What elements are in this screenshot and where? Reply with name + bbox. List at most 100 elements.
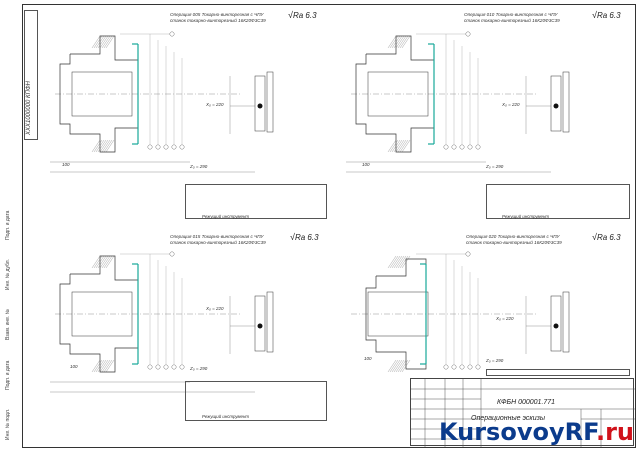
tool-tip xyxy=(257,103,263,109)
position-bubble xyxy=(475,364,481,370)
dim-x0: X₀ = 220 xyxy=(206,102,224,107)
position-bubble xyxy=(451,144,457,150)
document-name: Операционные эскизы xyxy=(471,415,546,422)
dim-z0: Z₀ = 290 xyxy=(486,164,504,169)
operation-panel-005: Операция 005 Токарно-винторезная с ЧПУ с… xyxy=(40,6,330,221)
dim-length: 100 xyxy=(364,356,372,361)
watermark-suffix: .ru xyxy=(595,418,634,446)
position-bubble xyxy=(169,251,175,257)
hatch-line xyxy=(397,139,407,153)
tool-table xyxy=(185,184,327,219)
title-block: КФБН 000001.771 Операционные эскизы xyxy=(410,378,635,447)
position-bubble xyxy=(163,144,169,150)
hatch-line xyxy=(95,255,105,269)
position-bubble xyxy=(147,144,153,150)
side-strip: Инв. № подл. Подп. и дата Взам. инв. № И… xyxy=(3,180,19,444)
hatch-line xyxy=(391,139,401,153)
hatch-line xyxy=(99,255,109,269)
hatch-line xyxy=(395,255,405,269)
tool-note: Режущий инструмент xyxy=(202,214,250,219)
tool-table xyxy=(185,381,327,421)
position-bubble xyxy=(459,144,465,150)
hatch-line xyxy=(395,139,405,153)
hatch-line xyxy=(387,359,397,373)
operation-title: Операция 020 Токарно-винторезная с ЧПУ xyxy=(466,234,560,239)
tool-note: Режущий инструмент xyxy=(202,414,250,419)
position-bubble xyxy=(163,364,169,370)
roughness-mark: √Ra 6.3 xyxy=(288,10,317,20)
tool-holder xyxy=(550,295,562,352)
tool-turret xyxy=(266,71,274,133)
hatch-line xyxy=(95,139,105,153)
position-bubble xyxy=(443,364,449,370)
tool-turret xyxy=(562,291,570,353)
hatch-line xyxy=(393,255,403,269)
machine-name: станок токарно-винторезный 16К20Ф3С39 xyxy=(466,240,562,245)
hatch-line xyxy=(105,359,115,373)
hatch-line xyxy=(97,255,107,269)
position-bubble xyxy=(179,144,185,150)
hatch-line xyxy=(401,35,411,49)
hatch-line xyxy=(391,35,401,49)
hatch-line xyxy=(399,35,409,49)
side-label: Подп. и дата xyxy=(5,360,11,390)
hatch-line xyxy=(105,35,115,49)
tool-table xyxy=(486,184,630,219)
part-sketch xyxy=(346,31,570,173)
position-bubble xyxy=(171,144,177,150)
hatch-line xyxy=(95,35,105,49)
position-bubble xyxy=(451,364,457,370)
site-watermark: KursovoyRF.ru xyxy=(439,418,634,446)
hatch-line xyxy=(399,359,409,373)
hatch-line xyxy=(393,35,403,49)
hatch-line xyxy=(391,359,401,373)
hatch-line xyxy=(93,139,103,153)
position-bubble xyxy=(171,364,177,370)
roughness-mark: √Ra 6.3 xyxy=(592,10,621,20)
hatch-line xyxy=(105,255,115,269)
hatch-line xyxy=(97,139,107,153)
hatch-line xyxy=(91,359,101,373)
position-bubble xyxy=(465,251,471,257)
hatch-line xyxy=(103,35,113,49)
operation-title: Операция 010 Токарно-винторезная с ЧПУ xyxy=(464,12,558,17)
operation-title: Операция 015 Токарно-винторезная с ЧПУ xyxy=(170,234,264,239)
position-bubble xyxy=(155,364,161,370)
dim-x0: X₀ = 220 xyxy=(496,316,514,321)
hatch-line xyxy=(393,139,403,153)
hatch-line xyxy=(399,139,409,153)
hatch-line xyxy=(99,35,109,49)
tool-table xyxy=(486,369,630,376)
machine-name: станок токарно-винторезный 16К20Ф3С39 xyxy=(170,18,266,23)
dim-z0: Z₀ = 290 xyxy=(190,164,208,169)
roughness-mark: √Ra 6.3 xyxy=(290,232,319,242)
side-label: Подп. и дата xyxy=(5,210,11,240)
title-block-grid xyxy=(411,379,635,447)
tool-turret xyxy=(562,71,570,133)
hatch-line xyxy=(93,255,103,269)
hatch-line xyxy=(101,255,111,269)
drawing-frame xyxy=(22,4,636,448)
tool-tip xyxy=(257,323,263,329)
dim-z0: Z₀ = 290 xyxy=(486,358,504,363)
hatch-line xyxy=(103,359,113,373)
position-bubble xyxy=(443,144,449,150)
document-code: КФБН 000001.771 xyxy=(497,399,556,406)
operation-panel-015: Операция 015 Токарно-винторезная с ЧПУ с… xyxy=(40,226,330,444)
position-bubble xyxy=(147,364,153,370)
hatch-line xyxy=(397,359,407,373)
top-left-stamp: ХХХ1000000 КПФН xyxy=(24,10,38,140)
tool-holder xyxy=(254,295,266,352)
stamp-code: ХХХ1000000 КПФН xyxy=(26,80,32,135)
hatch-line xyxy=(99,139,109,153)
hatch-line xyxy=(393,359,403,373)
position-bubble xyxy=(475,144,481,150)
hatch-line xyxy=(401,359,411,373)
hatch-line xyxy=(401,139,411,153)
position-bubble xyxy=(467,364,473,370)
hatch-line xyxy=(97,359,107,373)
watermark-main: KursovoyRF xyxy=(438,418,596,446)
hatch-line xyxy=(389,359,399,373)
part-sketch xyxy=(50,31,274,173)
side-label: Инв. № дубл. xyxy=(5,259,11,290)
